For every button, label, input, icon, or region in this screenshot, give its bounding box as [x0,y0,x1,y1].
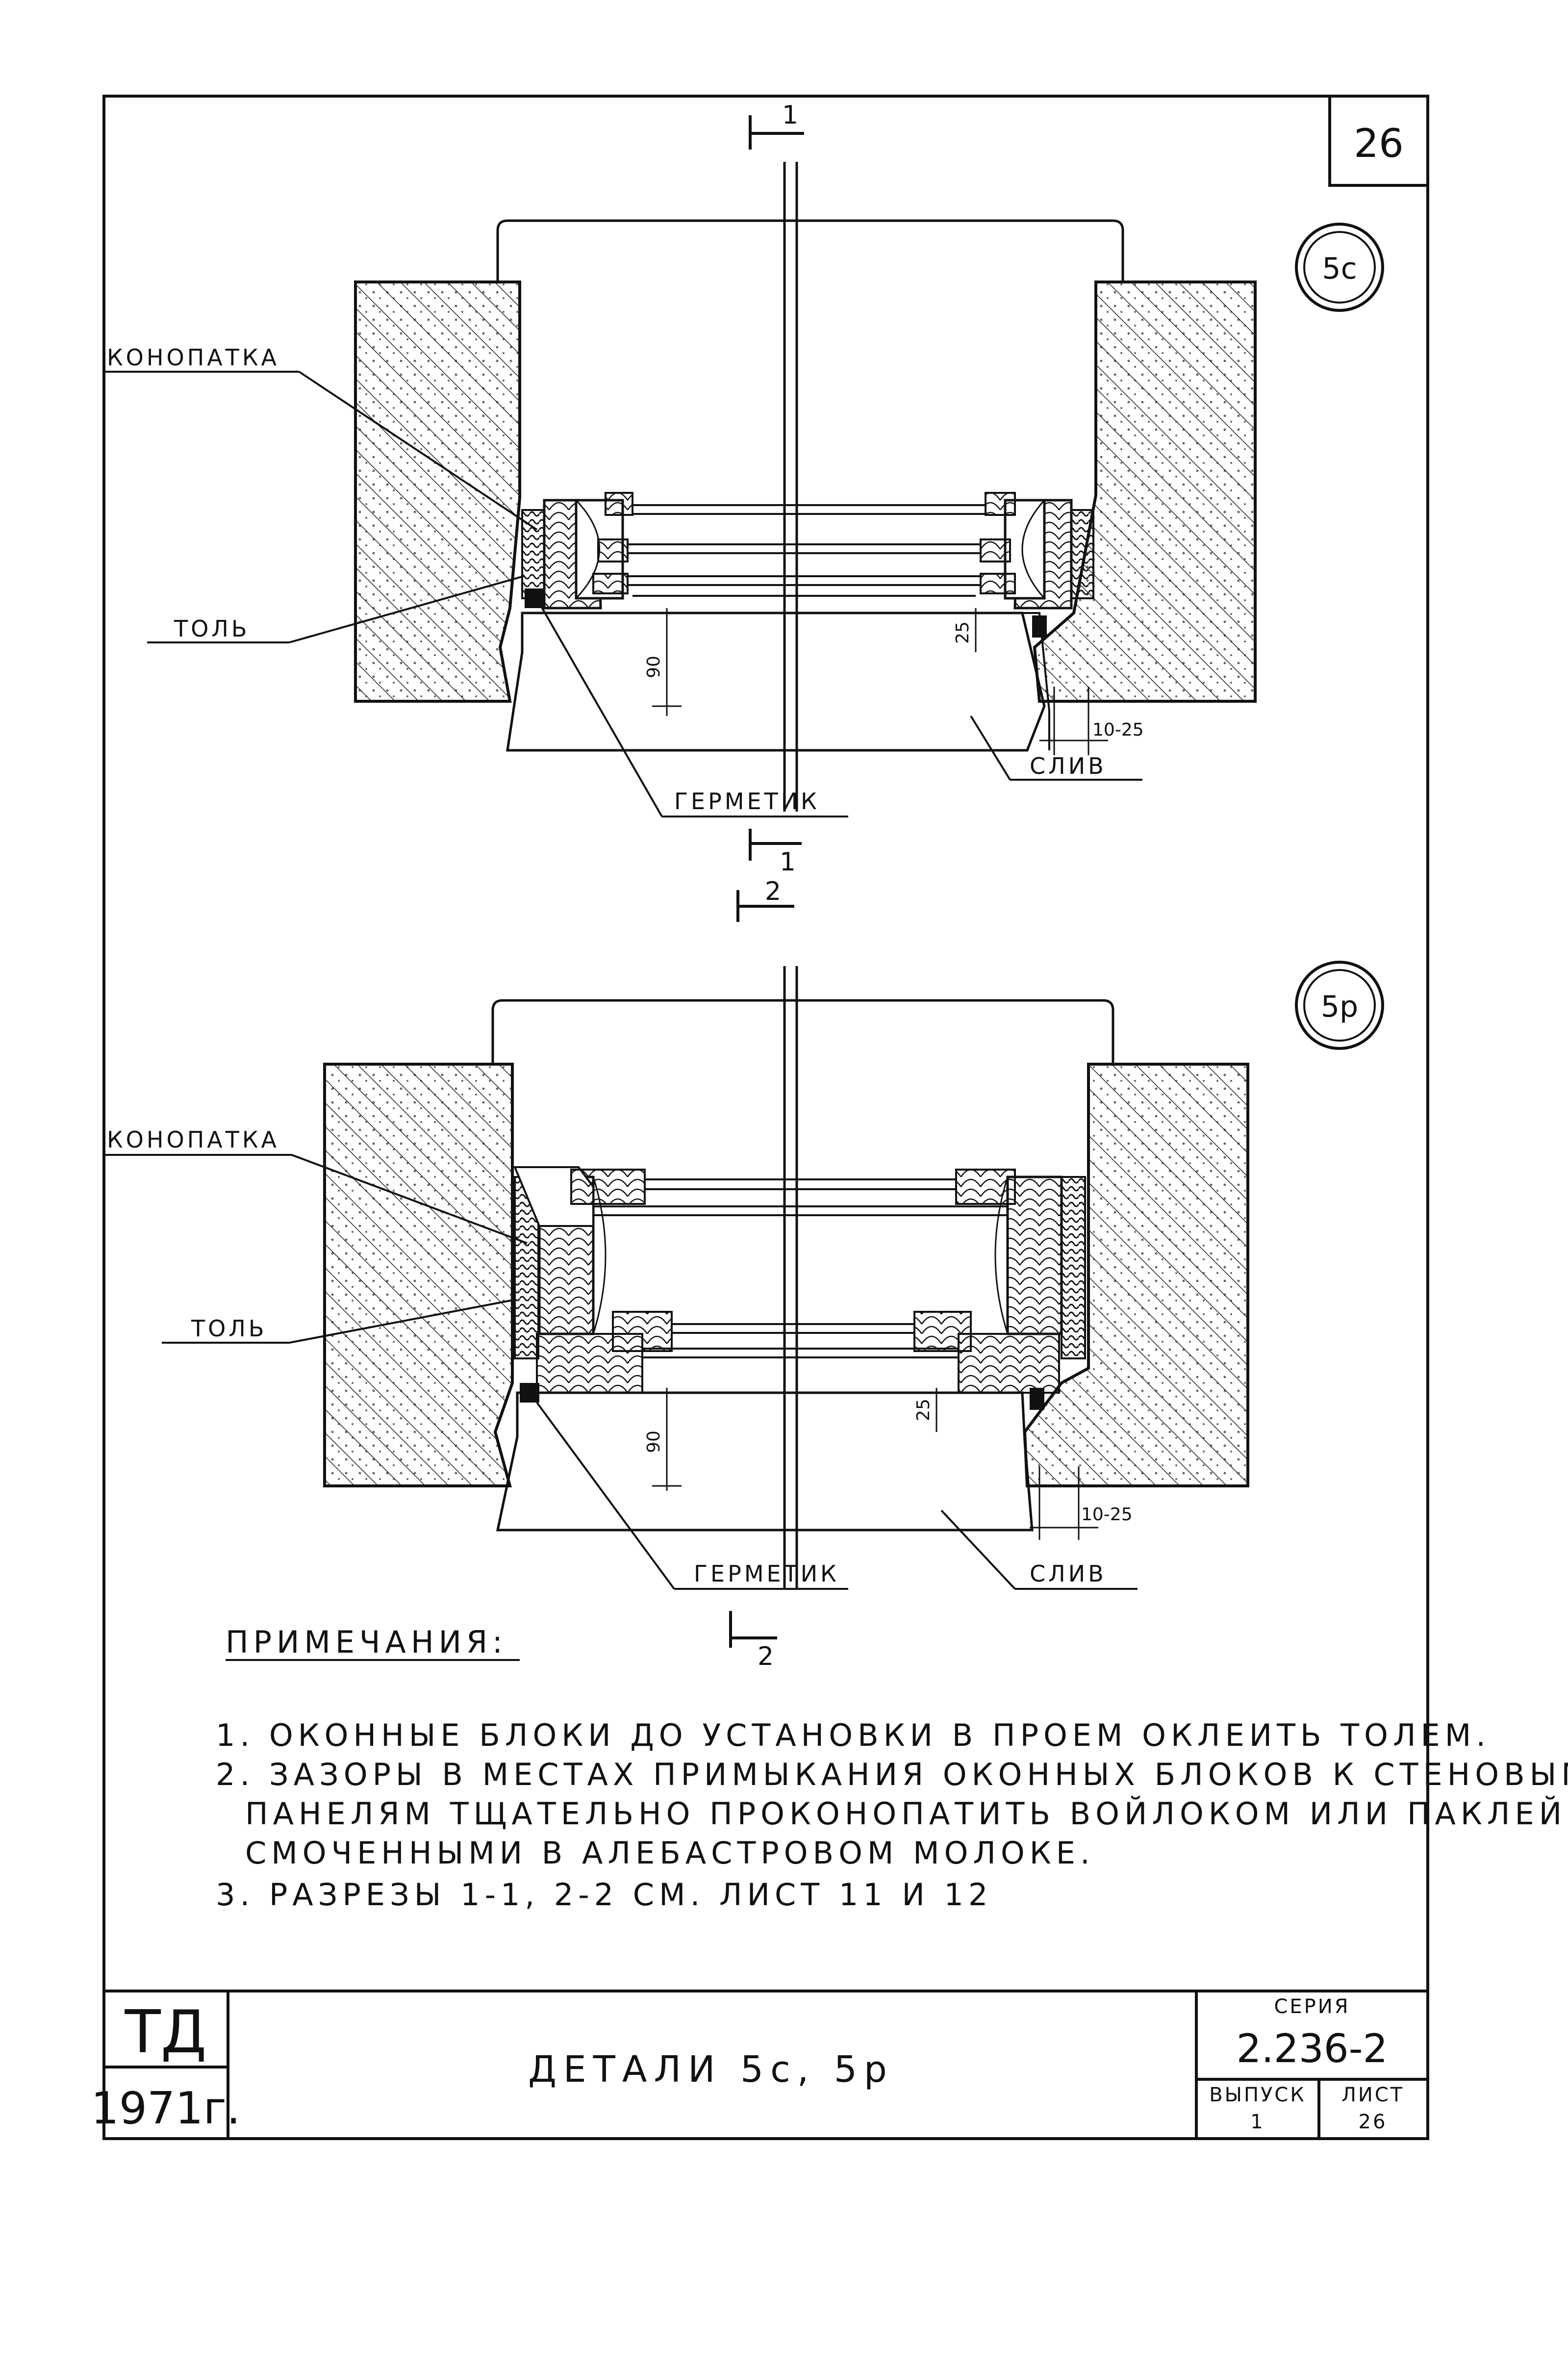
wall-panel-left [323,1063,514,1487]
section-number-bottom: 1 [780,847,796,877]
note-item: 2. ЗАЗОРЫ В МЕСТАХ ПРИМЫКАНИЯ ОКОННЫХ БЛ… [216,1757,1568,1792]
dimension-25: 25 [913,1399,934,1421]
centre-axis [783,966,798,1589]
label-germetik: ГЕРМЕТИК [694,1560,839,1587]
dim-lines-5p [652,1388,1098,1540]
opening-outline [491,999,1114,1064]
sash-left [592,492,633,594]
note-item: СМОЧЕННЫМИ В АЛЕБАСТРОВОМ МОЛОКЕ. [245,1835,1095,1871]
section-number-bottom: 2 [758,1642,774,1671]
issue-value: 1 [1250,2111,1265,2133]
dimension-10-25: 10-25 [1092,720,1144,740]
centre-axis [783,162,798,812]
section-mark-top [749,115,804,150]
series-value: 2.236-2 [1237,2026,1388,2071]
note-item: 1. ОКОННЫЕ БЛОКИ ДО УСТАНОВКИ В ПРОЕМ ОК… [216,1717,1491,1753]
label-tol: ТОЛЬ [191,1315,267,1342]
detail-marker-label: 5р [1321,990,1358,1024]
dimension-25: 25 [953,621,973,644]
section-number-top: 1 [782,101,798,130]
drip-5c [1022,612,1050,750]
label-germetik: ГЕРМЕТИК [674,788,820,815]
window-frame-right [1004,499,1073,610]
notes-block: ПРИМЕЧАНИЯ: 1. ОКОННЫЕ БЛОКИ ДО УСТАНОВК… [216,1624,1568,1913]
section-mark-bottom [729,1611,777,1648]
detail-marker-5p: 5р [1295,961,1384,1050]
dimension-90: 90 [644,656,664,678]
caulking-right [1061,1176,1086,1359]
wall-panel-right [1023,1063,1249,1487]
sealant-right-5c [1032,615,1047,638]
label-konopatka: КОНОПАТКА [107,1126,279,1153]
series-label: СЕРИЯ [1274,1995,1350,2018]
org-mark: ТД [124,1998,206,2067]
label-sliv: СЛИВ [1030,753,1107,779]
leaders-5p [104,1154,1138,1590]
sealant-right-5p [1030,1388,1044,1410]
detail-marker-label: 5с [1322,252,1357,286]
sash-right [980,492,1016,594]
dim-lines-5c [652,608,1108,755]
dimension-10-25: 10-25 [1081,1505,1133,1525]
sheet-value: 26 [1359,2111,1388,2133]
wall-panel-right [1033,281,1257,703]
detail-5p: 5р 2 [104,877,1384,1671]
title-block [104,1990,1428,2139]
opening-outline [496,219,1124,282]
year: 1971г. [91,2083,241,2134]
note-item: ПАНЕЛЯМ ТЩАТЕЛЬНО ПРОКОНОПАТИТЬ ВОЙЛОКОМ… [245,1796,1568,1832]
drawing-title: ДЕТАЛИ 5с, 5р [528,2048,894,2091]
glazing-5p [593,1178,1008,1358]
sash-right [913,1169,1060,1394]
caulking-right [1070,509,1094,599]
detail-marker-5c: 5с [1295,223,1384,312]
sash-left [536,1169,673,1394]
sheet-label: ЛИСТ [1341,2084,1404,2106]
caulking-left [521,509,545,599]
section-mark-top [736,890,794,922]
note-item: 3. РАЗРЕЗЫ 1-1, 2-2 СМ. ЛИСТ 11 И 12 [216,1877,992,1913]
label-sliv: СЛИВ [1030,1560,1107,1587]
detail-5c: 5с 1 [104,101,1384,877]
notes-heading: ПРИМЕЧАНИЯ: [226,1624,507,1660]
glazing-5c [628,504,986,597]
sheet-frame [102,95,1429,2140]
label-tol: ТОЛЬ [174,615,250,642]
dimension-90: 90 [644,1430,664,1453]
label-konopatka: КОНОПАТКА [107,344,279,371]
page-number: 26 [1354,121,1404,166]
wall-panel-left [354,281,521,703]
issue-label: ВЫПУСК [1209,2084,1306,2106]
window-sill-5p [496,1391,1034,1532]
window-frame-right [994,1175,1063,1335]
section-mark-bottom [749,829,802,861]
leaders-5c [104,371,1142,817]
sealant-left-5p [520,1383,539,1403]
section-number-top: 2 [765,877,781,906]
